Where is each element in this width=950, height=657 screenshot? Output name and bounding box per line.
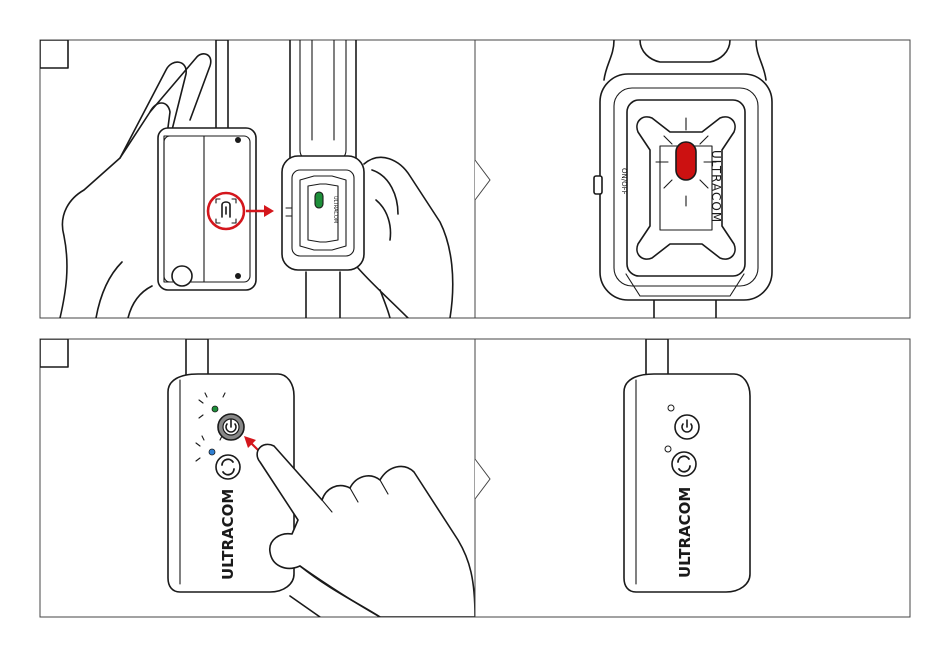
collar-brand-small: ULTRACOM: [332, 196, 338, 223]
collar-switch: [594, 176, 602, 194]
panel-step-3: ULTRACOM: [40, 339, 475, 617]
collar-led-green: [315, 192, 323, 208]
led-blue: [209, 449, 215, 455]
led-green: [212, 406, 218, 412]
sync-button[interactable]: [672, 452, 696, 476]
device-brand: ULTRACOM: [676, 487, 694, 578]
led-off: [668, 405, 674, 411]
power-button[interactable]: [675, 415, 699, 439]
transmitter-front: ULTRACOM: [624, 374, 750, 592]
led-off: [665, 446, 671, 452]
panel-frame: [40, 40, 475, 318]
panel-step-1: ULTRACOM: [40, 40, 475, 318]
collar-led-red: [676, 142, 696, 180]
step-badge: [40, 40, 68, 68]
sync-button[interactable]: [216, 455, 240, 479]
clip-knob: [172, 266, 192, 286]
panel-step-2: ULTRACOM ON/OFF: [475, 40, 910, 318]
device-brand: ULTRACOM: [219, 489, 237, 580]
switch-label: ON/OFF: [620, 168, 628, 195]
collar-receiver: ULTRACOM: [282, 156, 364, 270]
collar-receiver-large: ULTRACOM ON/OFF: [594, 74, 772, 300]
pairing-icon: [208, 193, 244, 229]
transmitter-antenna: [216, 40, 228, 140]
collar-brand: ULTRACOM: [709, 150, 723, 223]
step-badge: [40, 339, 68, 367]
panel-step-4: ULTRACOM: [475, 339, 910, 617]
